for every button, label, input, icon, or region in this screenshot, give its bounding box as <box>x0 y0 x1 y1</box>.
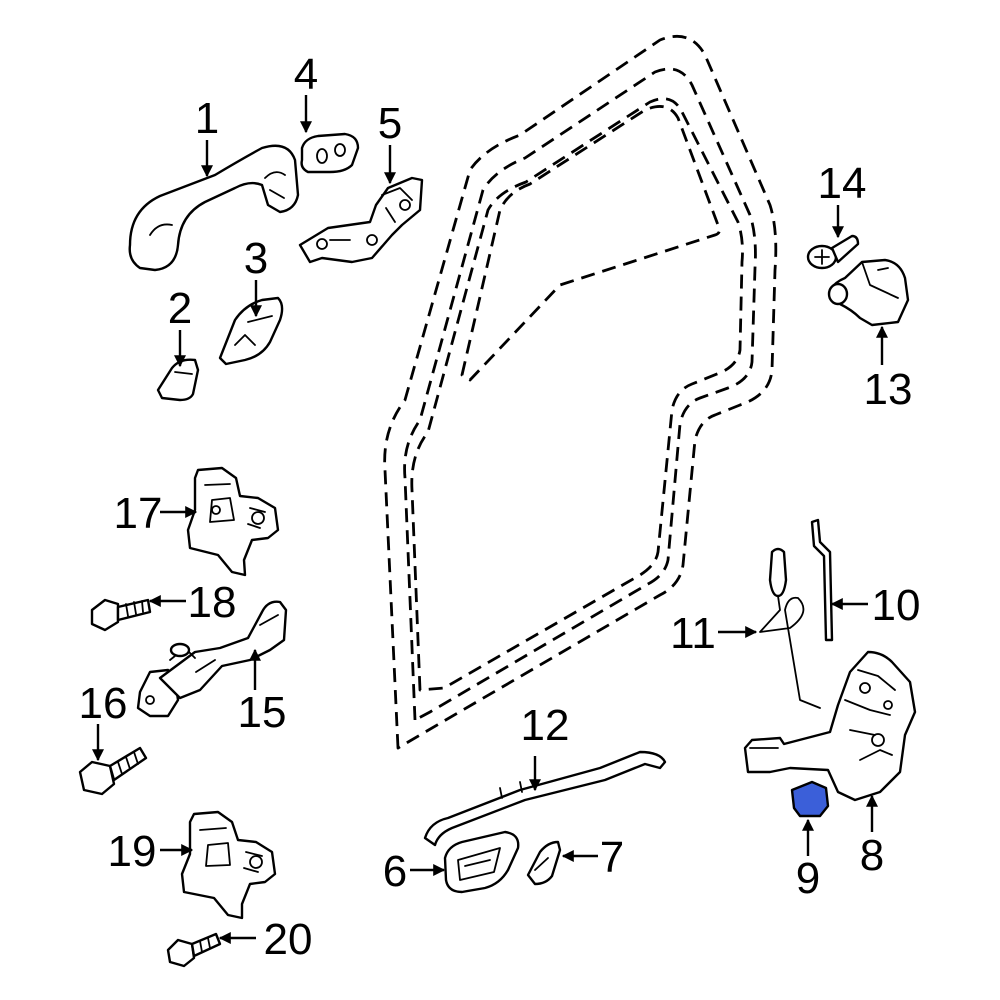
callout-4: 4 <box>294 50 318 99</box>
callout-2: 2 <box>168 284 192 333</box>
latch-clip-highlighted <box>790 780 830 818</box>
callout-3: 3 <box>244 234 268 283</box>
callout-17: 17 <box>114 489 163 538</box>
door-latch <box>743 650 917 802</box>
callout-8: 8 <box>860 831 884 880</box>
lower-hinge <box>180 810 277 920</box>
release-rod <box>759 547 821 709</box>
inside-handle-cable <box>423 750 667 847</box>
callout-5: 5 <box>378 99 402 148</box>
callout-18: 18 <box>188 578 237 627</box>
leader-lines <box>92 95 888 944</box>
callout-20: 20 <box>264 915 313 964</box>
striker <box>827 258 910 327</box>
outer-handle <box>128 144 300 272</box>
callout-7: 7 <box>600 833 624 882</box>
callout-9: 9 <box>796 854 820 903</box>
upper-hinge <box>186 466 280 577</box>
door-check <box>136 600 288 718</box>
handle-bezel <box>218 296 284 366</box>
screw <box>806 234 860 270</box>
door-outline <box>383 35 778 750</box>
callout-10: 10 <box>872 581 921 630</box>
callout-14: 14 <box>818 159 867 208</box>
check-bolt <box>78 746 148 796</box>
lock-cylinder-cap <box>300 132 360 174</box>
callout-12: 12 <box>521 701 570 750</box>
callout-13: 13 <box>864 365 913 414</box>
callout-16: 16 <box>79 679 128 728</box>
callout-11: 11 <box>670 609 716 658</box>
callout-15: 15 <box>238 688 287 737</box>
inside-handle-bezel <box>526 840 562 886</box>
handle-cap <box>156 358 200 402</box>
callout-labels: 1 2 3 4 5 6 7 8 9 10 11 12 13 14 15 16 1… <box>79 50 921 964</box>
lock-rod <box>810 518 834 642</box>
callout-19: 19 <box>108 827 157 876</box>
callout-1: 1 <box>195 94 219 143</box>
hinge-bolt-upper <box>90 598 152 632</box>
hinge-bolt-lower <box>166 932 222 968</box>
callout-6: 6 <box>383 847 407 896</box>
inside-handle <box>443 830 520 894</box>
handle-bracket <box>298 176 424 264</box>
